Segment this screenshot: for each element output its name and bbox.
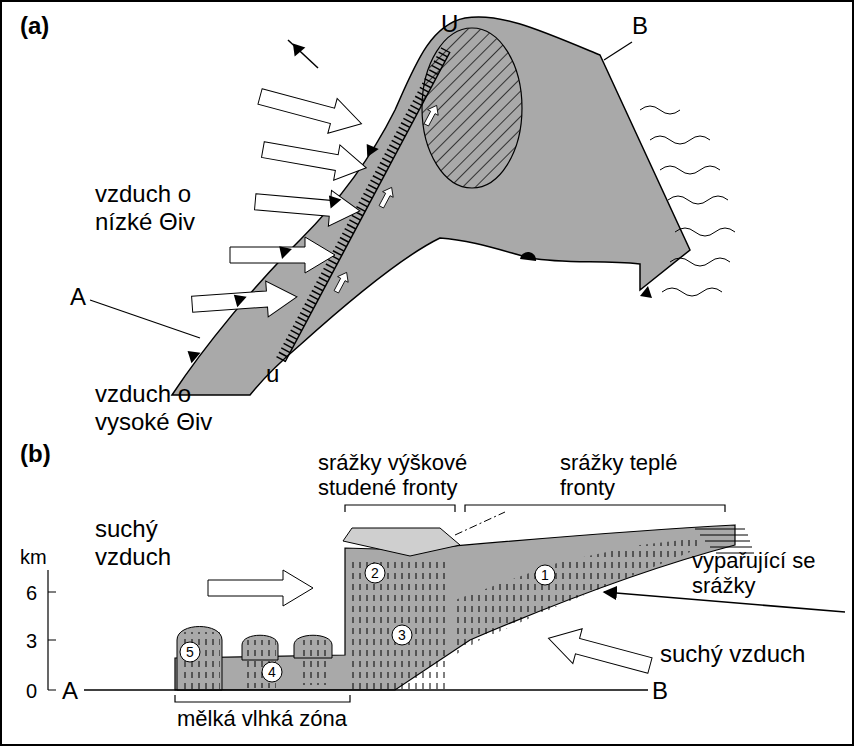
cold-front-symbol — [361, 140, 379, 157]
callout-circle — [365, 563, 385, 583]
panel-label: (a) — [20, 12, 49, 40]
flow-arrow — [376, 185, 397, 210]
leader-line — [604, 42, 632, 60]
callout-number: 4 — [268, 665, 276, 679]
panel-label: (b) — [20, 440, 51, 468]
cold-front-symbol — [640, 286, 652, 298]
bracket — [465, 505, 725, 512]
air-arrow — [255, 79, 366, 141]
flow-arrow — [421, 103, 442, 128]
air-label: suchý vzduch — [95, 515, 195, 570]
callout-circle — [262, 662, 282, 682]
bracket — [175, 695, 350, 702]
callout-circle — [392, 625, 412, 645]
air-label: vzduch o nízké Θiv — [95, 180, 245, 235]
wavy-lines — [640, 106, 735, 296]
bracket-label: srážky výškové studené fronty — [318, 450, 488, 501]
axis-value: 0 — [26, 680, 37, 703]
anvil — [343, 528, 460, 556]
cold-front-symbol — [229, 289, 247, 307]
rain-marks — [298, 640, 328, 685]
point-label: B — [632, 12, 648, 40]
bracket-label: srážky teplé fronty — [560, 450, 720, 501]
cloud-band — [172, 17, 690, 395]
air-arrow — [260, 132, 370, 186]
flow-arrow — [331, 270, 352, 295]
callout-number: 5 — [186, 645, 194, 659]
rain-marks — [350, 557, 450, 690]
leader-line — [90, 300, 200, 338]
point-label: A — [62, 677, 78, 705]
air-label: vzduch o vysoké Θiv — [95, 380, 260, 435]
point-label: A — [70, 283, 86, 311]
panel-b-art — [48, 505, 845, 702]
cumulus-cloud — [177, 627, 222, 691]
air-label: suchý vzduch — [660, 640, 805, 668]
callout-circle — [535, 565, 555, 585]
ground-line — [84, 689, 648, 690]
axis-value: 3 — [26, 630, 37, 653]
dash-dot-line — [455, 512, 505, 535]
warm-front-symbol — [520, 252, 536, 261]
rain-marks — [180, 632, 220, 690]
callout-number: 2 — [371, 566, 379, 580]
frontal-cloud — [175, 525, 735, 690]
cold-front-symbol — [274, 241, 292, 259]
callout-number: 1 — [541, 568, 549, 582]
cold-front-symbol — [324, 191, 342, 208]
air-arrow — [208, 570, 313, 606]
bracket-label: mělká vlhká zóna — [177, 706, 347, 731]
note-label: vypařující se srážky — [692, 548, 842, 599]
panel-a-art — [90, 17, 735, 395]
air-arrow — [544, 621, 655, 683]
callout-circle — [180, 642, 200, 662]
air-arrow — [191, 279, 298, 322]
hatched-area — [422, 28, 522, 188]
axis-unit: km — [20, 546, 47, 569]
cold-front-symbol — [183, 346, 200, 364]
air-arrow — [230, 237, 335, 273]
height-axis — [47, 570, 48, 690]
point-label: B — [652, 677, 668, 705]
cold-front-line — [288, 40, 318, 68]
air-arrow — [254, 184, 362, 229]
line-label: u — [266, 360, 279, 388]
axis-value: 6 — [26, 582, 37, 605]
callout-number: 3 — [398, 628, 406, 642]
axis-ticks — [48, 592, 56, 690]
line-label: U — [441, 10, 458, 38]
bracket — [345, 505, 455, 512]
